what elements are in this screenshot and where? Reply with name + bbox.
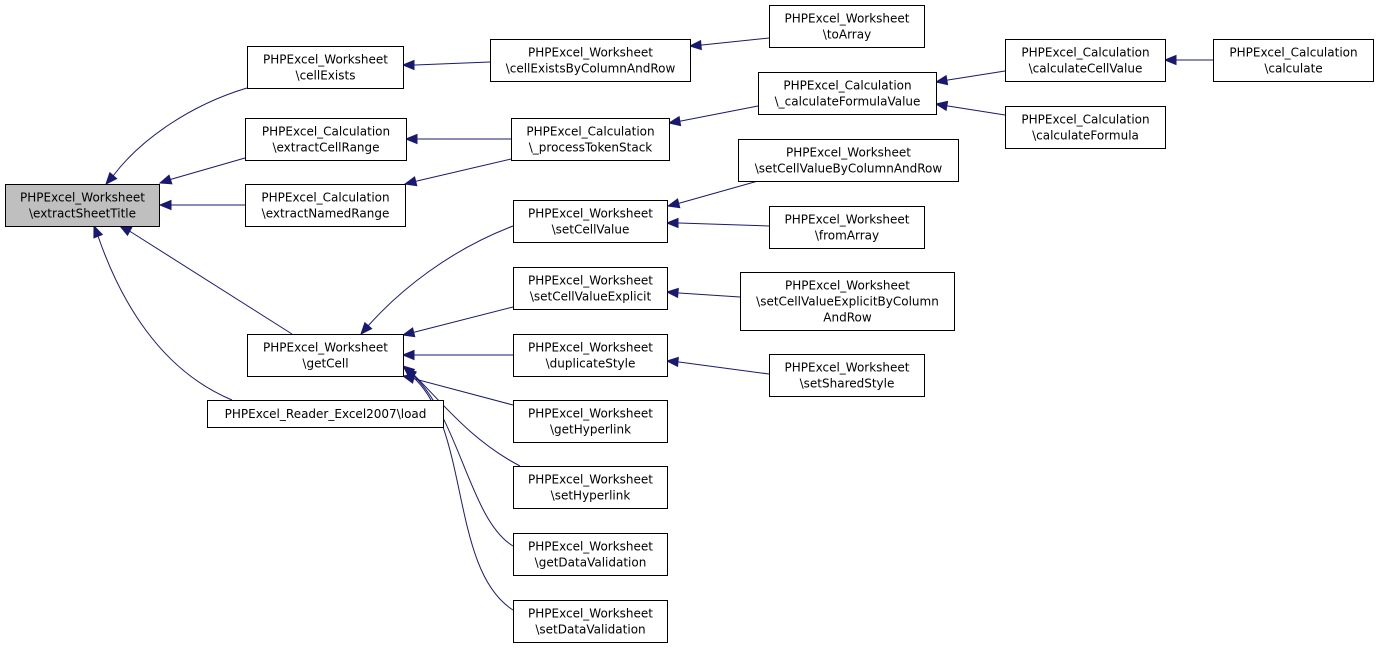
edge-toArray-to-cellExistsByColumnAndRow	[688, 37, 770, 51]
node-setCellValue[interactable]: PHPExcel_Worksheet \setCellValue	[513, 200, 668, 243]
node-label-line: PHPExcel_Worksheet	[528, 46, 653, 60]
node-setCellValueExplicitByColumnAndRow[interactable]: PHPExcel_Worksheet \setCellValueExplicitB…	[740, 272, 955, 331]
node-label-line: \setCellValueByColumnAndRow	[755, 162, 943, 176]
edge-setSharedStyle-to-duplicateStyle	[665, 356, 770, 375]
node-fromArray[interactable]: PHPExcel_Worksheet \fromArray	[769, 206, 925, 249]
node-label-line: PHPExcel_Worksheet	[786, 146, 911, 160]
node-label-line: PHPExcel_Worksheet	[785, 12, 910, 26]
edge-cellExists-to-extractSheetTitle	[105, 87, 248, 185]
node-label-line: PHPExcel_Worksheet	[528, 207, 653, 221]
edge-calculateFormulaValue-to-processTokenStack	[667, 105, 759, 127]
edge-duplicateStyle-to-getCell	[401, 349, 513, 361]
edge-calculateCellValue-to-calculateFormulaValue	[934, 70, 1006, 86]
nodes-layer: PHPExcel_Worksheet\extractSheetTitlePHPE…	[5, 5, 1374, 643]
node-setCellValueByColumnAndRow[interactable]: PHPExcel_Worksheet \setCellValueByColumnA…	[738, 139, 959, 182]
node-extractSheetTitle[interactable]: PHPExcel_Worksheet \extractSheetTitle	[5, 184, 160, 227]
node-label-line: PHPExcel_Calculation	[526, 125, 654, 139]
edge-extractNamedRange-to-extractSheetTitle	[158, 199, 245, 211]
edge-cellExistsByColumnAndRow-to-cellExists	[401, 59, 491, 71]
node-label-line: PHPExcel_Calculation	[261, 191, 389, 205]
edge-setCellValue-to-getCell	[360, 225, 514, 335]
edge-fromArray-to-setCellValue	[665, 217, 770, 229]
node-label-line: \setCellValueExplicit	[530, 290, 652, 304]
node-load[interactable]: PHPExcel_Reader_Excel2007\load	[207, 400, 444, 428]
node-label-line: \extractSheetTitle	[29, 207, 136, 221]
node-calculateFormula[interactable]: PHPExcel_Calculation \calculateFormula	[1005, 106, 1166, 149]
node-label-line: PHPExcel_Calculation	[783, 79, 911, 93]
edge-getDataValidation-to-getCell	[404, 367, 514, 547]
node-label-line: \calculateCellValue	[1029, 62, 1143, 76]
node-setDataValidation[interactable]: PHPExcel_Worksheet \setDataValidation	[513, 600, 668, 643]
node-label-line: PHPExcel_Calculation	[1021, 113, 1149, 127]
edge-setCellValueByColumnAndRow-to-setCellValue	[666, 180, 759, 209]
node-label-line: \setCellValue	[552, 223, 630, 237]
node-label-line: \fromArray	[815, 229, 879, 243]
node-toArray[interactable]: PHPExcel_Worksheet \toArray	[769, 5, 925, 48]
node-label-line: PHPExcel_Reader_Excel2007\load	[225, 407, 427, 421]
edge-calculate-to-calculateCellValue	[1163, 54, 1213, 66]
edge-getCell-to-extractSheetTitle	[118, 225, 293, 335]
node-calculate[interactable]: PHPExcel_Calculation \calculate	[1213, 39, 1374, 82]
node-label-line: PHPExcel_Worksheet	[528, 607, 653, 621]
node-label-line: PHPExcel_Worksheet	[785, 361, 910, 375]
node-label-line: PHPExcel_Calculation	[1021, 46, 1149, 60]
node-getCell[interactable]: PHPExcel_Worksheet \getCell	[247, 334, 404, 377]
node-label-line: PHPExcel_Worksheet	[785, 279, 910, 293]
node-duplicateStyle[interactable]: PHPExcel_Worksheet \duplicateStyle	[513, 334, 668, 377]
node-label-line: PHPExcel_Worksheet	[263, 341, 388, 355]
node-extractNamedRange[interactable]: PHPExcel_Calculation \extractNamedRange	[245, 184, 406, 227]
node-label-line: \setSharedStyle	[800, 377, 895, 391]
node-label-line: \extractCellRange	[272, 141, 379, 155]
node-label-line: PHPExcel_Worksheet	[528, 341, 653, 355]
edge-calculateFormula-to-calculateFormulaValue	[934, 100, 1006, 116]
edge-load-to-extractSheetTitle	[93, 224, 233, 401]
node-setHyperlink[interactable]: PHPExcel_Worksheet \setHyperlink	[513, 466, 668, 509]
edge-setCellValueExplicitByColumnAndRow-to-setCellValueExplicit	[665, 287, 741, 299]
node-label-line: PHPExcel_Worksheet	[20, 191, 145, 205]
node-label-line: \cellExistsByColumnAndRow	[506, 62, 676, 76]
node-label-line: \setHyperlink	[551, 489, 631, 503]
node-processTokenStack[interactable]: PHPExcel_Calculation \_processTokenStack	[511, 118, 670, 161]
edge-processTokenStack-to-extractCellRange	[404, 133, 511, 145]
node-label-line: \getHyperlink	[550, 423, 631, 437]
edge-extractCellRange-to-extractSheetTitle	[158, 157, 246, 185]
node-setSharedStyle[interactable]: PHPExcel_Worksheet \setSharedStyle	[769, 354, 925, 397]
node-label-line: \cellExists	[296, 69, 356, 83]
node-label-line: \calculateFormula	[1032, 129, 1139, 143]
node-label-line: \getCell	[302, 357, 348, 371]
node-label-line: PHPExcel_Worksheet	[528, 407, 653, 421]
edge-processTokenStack-to-extractNamedRange	[403, 158, 512, 187]
node-label-line: PHPExcel_Calculation	[1229, 46, 1357, 60]
node-getHyperlink[interactable]: PHPExcel_Worksheet \getHyperlink	[513, 400, 668, 443]
node-label-line: AndRow	[823, 311, 872, 325]
edge-setCellValueExplicit-to-getCell	[401, 306, 514, 338]
edges-layer	[93, 37, 1213, 611]
node-label-line: PHPExcel_Worksheet	[263, 53, 388, 67]
node-label-line: PHPExcel_Worksheet	[528, 540, 653, 554]
node-extractCellRange[interactable]: PHPExcel_Calculation \extractCellRange	[245, 118, 407, 161]
node-calculateCellValue[interactable]: PHPExcel_Calculation \calculateCellValue	[1005, 39, 1166, 82]
node-getDataValidation[interactable]: PHPExcel_Worksheet \getDataValidation	[513, 533, 668, 576]
node-label-line: PHPExcel_Worksheet	[785, 213, 910, 227]
node-label-line: \toArray	[823, 28, 871, 42]
node-cellExistsByColumnAndRow[interactable]: PHPExcel_Worksheet \cellExistsByColumnAnd…	[490, 39, 691, 82]
node-setCellValueExplicit[interactable]: PHPExcel_Worksheet \setCellValueExplicit	[513, 267, 668, 310]
node-label-line: \getDataValidation	[535, 556, 647, 570]
node-label-line: \_processTokenStack	[529, 141, 653, 155]
node-label-line: \duplicateStyle	[546, 357, 636, 371]
node-label-line: PHPExcel_Worksheet	[528, 274, 653, 288]
node-label-line: \calculate	[1264, 62, 1322, 76]
node-label-line: \extractNamedRange	[262, 207, 390, 221]
node-calculateFormulaValue[interactable]: PHPExcel_Calculation \_calculateFormulaVa…	[758, 72, 937, 115]
node-label-line: PHPExcel_Calculation	[262, 125, 390, 139]
node-cellExists[interactable]: PHPExcel_Worksheet \cellExists	[247, 46, 404, 89]
node-label-line: \setDataValidation	[535, 623, 645, 637]
node-label-line: \_calculateFormulaValue	[775, 95, 921, 109]
node-label-line: PHPExcel_Worksheet	[528, 473, 653, 487]
node-label-line: \setCellValueExplicitByColumn	[756, 295, 939, 309]
